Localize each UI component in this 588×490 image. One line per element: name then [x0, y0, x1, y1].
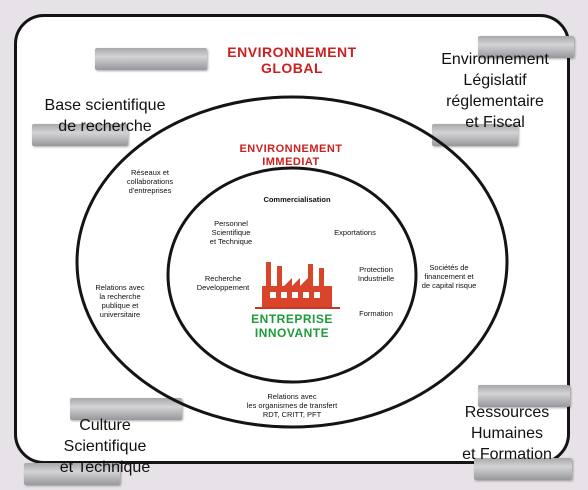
- label-tag: [432, 124, 518, 146]
- label-tag: [32, 124, 128, 146]
- innovative-enterprise-title: ENTREPRISE INNOVANTE: [251, 312, 333, 340]
- label-tag: [478, 36, 574, 58]
- business-networks-label: Réseaux et collaborations d'entreprises: [126, 168, 174, 195]
- diagram-frame: [14, 14, 570, 464]
- legal-fiscal-environment-label: Environnement Législatif réglementaire e…: [441, 51, 549, 131]
- financing-companies-label: Sociétés de financement et de capital ri…: [421, 263, 477, 290]
- scientific-research-base-label: Base scientifique de recherche: [44, 97, 166, 135]
- scientific-culture-label: Culture Scientifique et Technique: [59, 417, 151, 476]
- human-resources-label: Ressources Humaines et Formation: [462, 404, 552, 463]
- label-tag: [95, 48, 207, 70]
- training-label: Formation: [359, 309, 393, 318]
- exports-label: Exportations: [334, 228, 376, 237]
- factory-icon: [255, 262, 340, 309]
- transfer-organisations-label: Relations avec les organismes de transfe…: [246, 392, 338, 419]
- public-research-relations-label: Relations avec la recherche publique et …: [95, 283, 145, 319]
- label-tag: [474, 458, 572, 480]
- scientific-personnel-label: Personnel Scientifique et Technique: [209, 219, 253, 246]
- industrial-protection-label: Protection Industrielle: [357, 265, 395, 283]
- commercialisation-label: Commercialisation: [263, 195, 331, 204]
- label-tag: [24, 463, 120, 485]
- immediate-environment-title: ENVIRONNEMENT IMMEDIAT: [239, 143, 343, 168]
- outer-environment-circle: [75, 95, 509, 429]
- label-tag: [478, 385, 570, 407]
- research-development-label: Recherche Developpement: [196, 274, 250, 292]
- label-tag: [70, 398, 182, 420]
- global-environment-title: ENVIRONNEMENT GLOBAL: [227, 44, 357, 76]
- inner-enterprise-circle: [166, 166, 418, 384]
